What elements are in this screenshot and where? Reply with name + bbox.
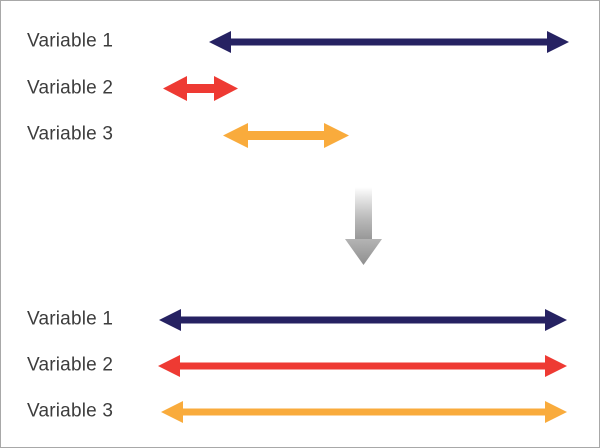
top-row-2-label: Variable 2 [27,77,114,99]
bottom-row-3-arrow [161,401,567,423]
top-row-2-arrow [163,76,238,101]
bottom-row-2-label: Variable 2 [27,354,114,376]
top-row-1-label: Variable 1 [27,30,114,52]
top-row-3-arrow [223,123,349,148]
bottom-row-1-label: Variable 1 [27,308,114,330]
top-row-3-label: Variable 3 [27,123,114,145]
bottom-row-3-label: Variable 3 [27,400,114,422]
top-row-1-arrow [209,31,569,53]
downward-gradient-arrow [345,187,382,265]
bottom-row-1-arrow [159,309,567,331]
bottom-row-2-arrow [158,355,567,377]
